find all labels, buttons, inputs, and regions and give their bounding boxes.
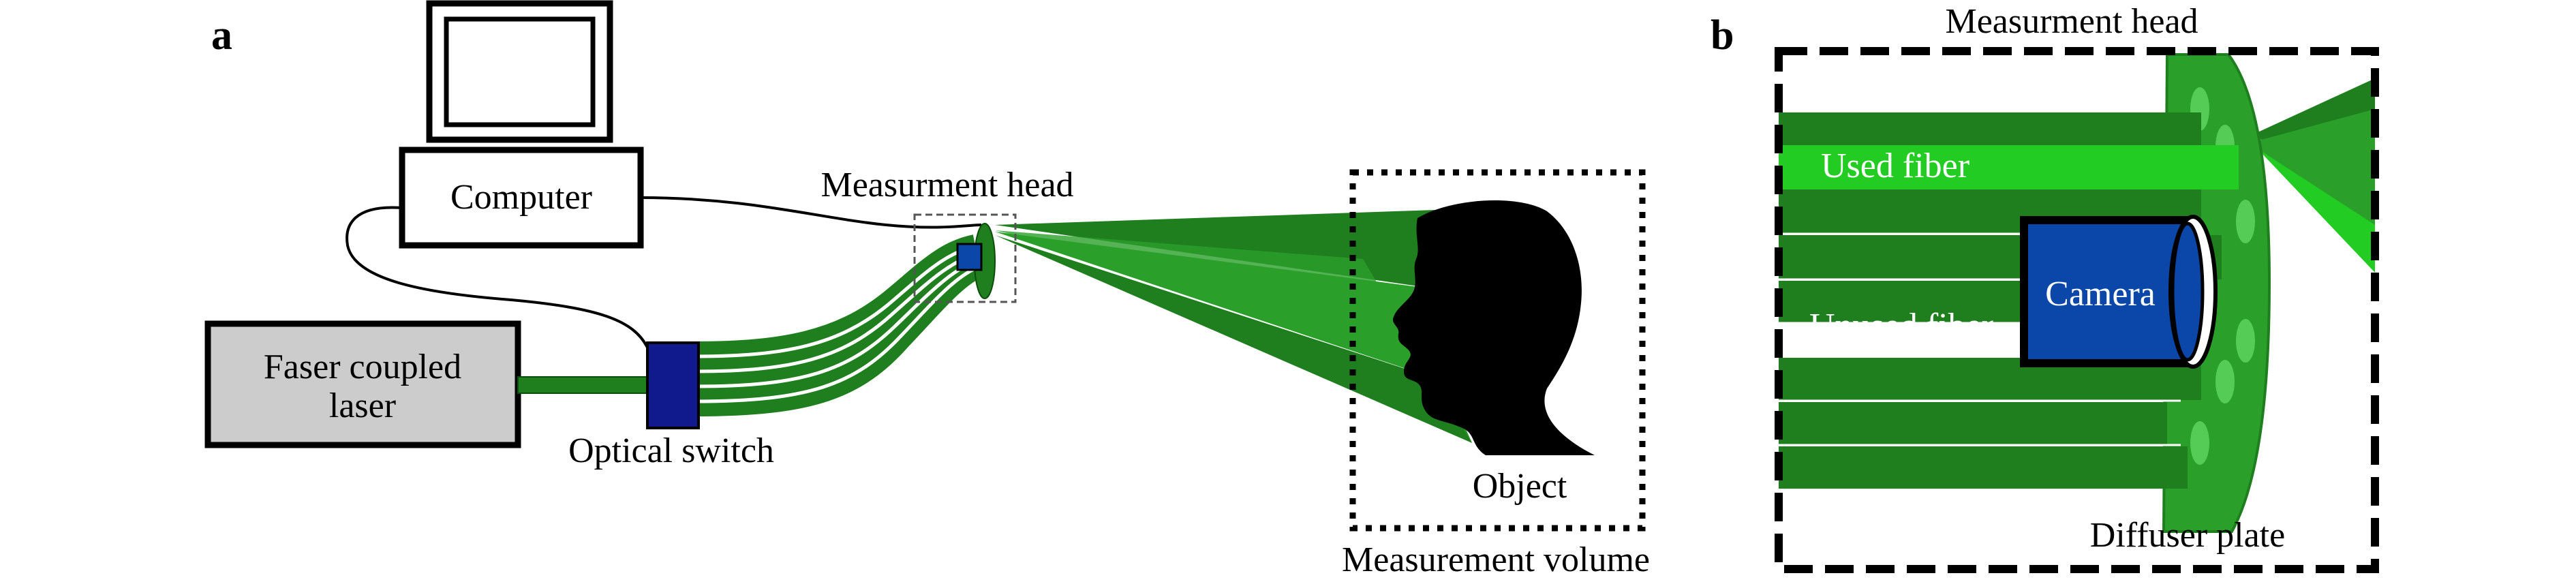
measurement-head-label: Measurment head [821, 166, 1073, 204]
monitor-icon [426, 0, 613, 143]
object-label: Object [1473, 467, 1567, 506]
output-beams [2249, 78, 2375, 273]
used-fiber [1779, 145, 2239, 189]
computer-box [399, 147, 644, 249]
laser-fiber [517, 376, 648, 394]
measurement-head-small [913, 213, 1017, 303]
used-fiber-label: Used fiber [1821, 147, 1969, 185]
optical-switch [646, 341, 700, 429]
camera-label: Camera [2045, 275, 2156, 313]
camera-icon [2020, 215, 2218, 369]
optical-switch-label: Optical switch [568, 431, 774, 470]
measurement-volume-label: Measurement volume [1342, 540, 1650, 579]
fiber-bundle [694, 234, 985, 416]
computer-to-head-cable [640, 196, 982, 229]
head-silhouette [1392, 200, 1595, 455]
unused-fiber-label: Unused fiber [1809, 307, 1993, 346]
panel-a: a Computer Faser coupled laser [204, 0, 1650, 579]
laser-label-line1: Faser coupled [264, 348, 461, 386]
computer-to-switch-cable [346, 206, 649, 348]
measurement-head-box [913, 213, 1017, 303]
laser-box [204, 320, 521, 448]
diffuser-plate-label: Diffuser plate [2090, 516, 2285, 555]
measurement-head-frame [1775, 47, 2379, 573]
computer-label: Computer [450, 178, 592, 217]
measurement-volume-box [1349, 169, 1646, 532]
panel-b-label: b [1711, 12, 1734, 59]
panel-a-label: a [211, 12, 232, 59]
laser-label-line2: laser [329, 386, 396, 425]
panel-b-title: Measurment head [1945, 2, 2198, 41]
panel-b: b Measurment head [1711, 2, 2379, 573]
